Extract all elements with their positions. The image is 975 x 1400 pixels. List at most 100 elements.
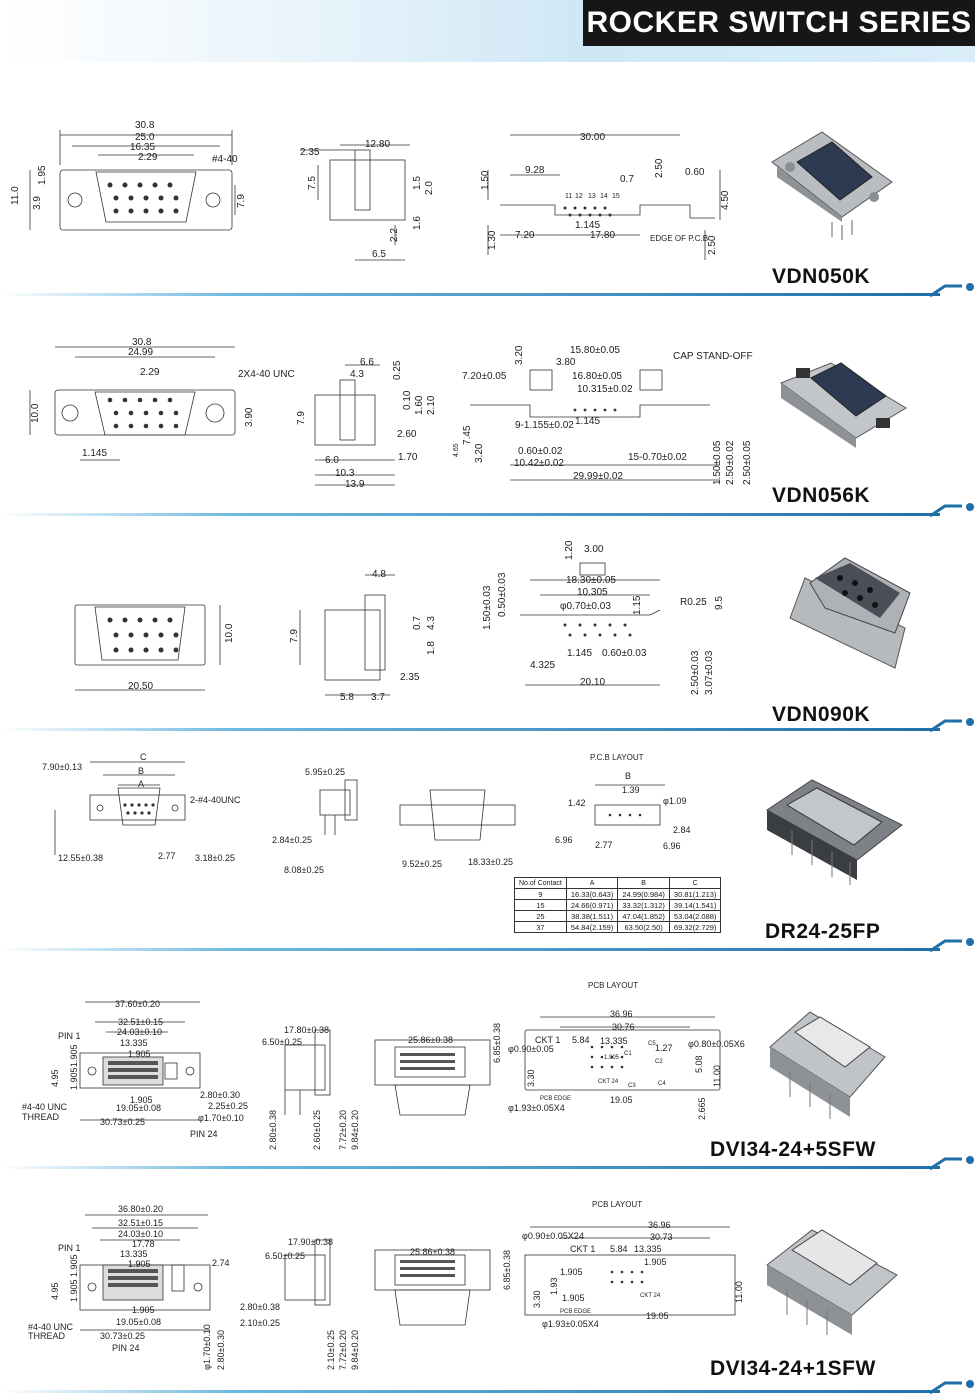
table-header: No.of Contact xyxy=(514,877,567,889)
dim-label: 30.73±0.25 xyxy=(100,1117,145,1127)
dim-label: 13.9 xyxy=(345,479,365,490)
dim-label: 15.80±0.05 xyxy=(570,345,620,356)
dim-label: 1.27 xyxy=(655,1043,673,1053)
dim-label: 4.95 xyxy=(50,1069,60,1087)
dim-label: 7.72±0.20 xyxy=(338,1110,348,1150)
dim-label: 0.25 xyxy=(392,360,403,380)
table-header: A xyxy=(565,877,619,889)
dim-label: CKT 24 xyxy=(598,1079,619,1085)
table-cell: 69.32(2.729) xyxy=(668,921,722,933)
dim-label: 2.80±0.38 xyxy=(268,1110,278,1150)
dim-label: PIN 1 xyxy=(58,1243,81,1253)
dim-label: 2.77 xyxy=(158,851,176,861)
dim-label: φ0.70±0.03 xyxy=(560,601,611,612)
dim-label: 4.8 xyxy=(372,569,386,580)
dim-label: 5.84 xyxy=(572,1035,590,1045)
dim-label: 2.80±0.30 xyxy=(200,1090,240,1100)
dim-label: 24.99 xyxy=(128,347,153,358)
dim-label: 0.60 xyxy=(685,167,705,178)
dim-label: 6.96 xyxy=(663,841,681,851)
dim-label: 18.33±0.25 xyxy=(468,857,513,867)
dim-label: 3.9 xyxy=(32,196,43,210)
contact-size-table: No.of Contact A B C 9 16.33(0.643) 24.99… xyxy=(514,877,722,933)
dim-label: 1.93 xyxy=(549,1277,559,1295)
dim-label: 2X4-40 UNC xyxy=(238,369,295,380)
dim-label: 6.96 xyxy=(555,835,573,845)
dim-label: 1.50±0.03 xyxy=(482,585,493,630)
dim-label: φ1.70±0.10 xyxy=(202,1324,212,1370)
series-title: ROCKER SWITCH SERIES xyxy=(583,0,975,46)
dim-label: 2.29 xyxy=(138,152,158,163)
dim-label: 1.50 xyxy=(480,170,491,190)
dim-label: 7.20±0.05 xyxy=(462,371,507,382)
dim-label: 2.50±0.05 xyxy=(742,440,753,485)
dim-label: 9.52±0.25 xyxy=(402,859,442,869)
dim-label: 13.335 xyxy=(120,1038,148,1048)
dim-label: 3.30 xyxy=(526,1069,536,1087)
dim-label: 2.74 xyxy=(212,1258,230,1268)
dim-label: B xyxy=(138,766,144,776)
dim-label: 1.905 xyxy=(130,1095,153,1105)
dim-label: 6.0 xyxy=(325,455,339,466)
dim-label: 2.84 xyxy=(673,825,691,835)
dim-label: 3.20 xyxy=(514,345,525,365)
dim-label: 4.3 xyxy=(426,616,437,630)
dim-label: 30.8 xyxy=(132,337,152,348)
dim-label: 6.5 xyxy=(372,249,386,260)
dim-label: 1.145 xyxy=(567,648,592,659)
dim-label: 3.00 xyxy=(584,544,604,555)
table-row: 25 38.38(1.511) 47.04(1.852) 53.04(2.088… xyxy=(514,910,722,922)
drawing-dr24-25fp: C 7.90±0.13 B A 2-#4-40UNC 12.55±0.38 2.… xyxy=(42,752,691,875)
section-divider xyxy=(0,938,974,953)
dim-label: 18.30±0.05 xyxy=(566,575,616,586)
page-header: ROCKER SWITCH SERIES xyxy=(0,0,975,62)
table-header: B xyxy=(617,877,670,889)
section-divider xyxy=(0,1156,974,1171)
dim-label: 2.2 xyxy=(389,228,400,242)
table-cell: 25 xyxy=(514,910,567,922)
dim-label: C2 xyxy=(655,1059,663,1065)
dim-label: 1.905 xyxy=(644,1257,667,1267)
dim-label: 3.30 xyxy=(532,1290,542,1308)
drawing-dvi-5sfw: 37.60±0.20 32.51±0.15 24.03±0.10 13.335 … xyxy=(22,981,745,1150)
dim-label: 30.76 xyxy=(612,1022,635,1032)
connector-photo xyxy=(789,557,911,669)
table-header: C xyxy=(668,877,722,889)
dim-label: 17.80±0.38 xyxy=(284,1025,329,1035)
pin-number: 13 xyxy=(588,193,596,200)
dim-label: 1.39 xyxy=(622,785,640,795)
dim-label: 1.6 xyxy=(412,216,423,230)
model-name: DVI34-24+5SFW xyxy=(710,1138,876,1161)
dim-label: 10.42±0.02 xyxy=(514,458,564,469)
connector-photo xyxy=(769,1011,886,1119)
dim-label: 5.8 xyxy=(340,692,354,703)
table-row: 9 16.33(0.643) 24.99(0.984) 30.81(1.213) xyxy=(514,888,722,900)
dim-label: 1.145 xyxy=(575,220,600,231)
model-name: DVI34-24+1SFW xyxy=(710,1357,876,1380)
dim-label: 16.80±0.05 xyxy=(572,371,622,382)
dim-label: 2.84±0.25 xyxy=(272,835,312,845)
dim-label: 5.95±0.25 xyxy=(305,767,345,777)
drawing-vdn050k: 30.8 25.0 16.35 2.29 #4-40 11.0 1.95 3.9… xyxy=(10,120,731,261)
model-name: VDN090K xyxy=(772,703,871,726)
dim-label: #4-40 xyxy=(212,154,238,165)
dim-label: 4.50 xyxy=(720,190,731,210)
dim-label: 2.50±0.03 xyxy=(690,650,701,695)
section-divider xyxy=(0,503,974,518)
dim-label: 7.72±0.20 xyxy=(338,1330,348,1370)
dim-label: 1.905 xyxy=(128,1049,151,1059)
drawing-vdn090k: 10.0 20.50 4.8 7.9 0.7 4.3 1.8 2.35 5.8 … xyxy=(74,540,725,703)
dim-label: A xyxy=(138,779,144,789)
dim-label: 1.905 xyxy=(69,1254,79,1277)
pin-number: 15 xyxy=(612,193,620,200)
table-row: 15 24.66(0.971) 33.32(1.312) 39.14(1.541… xyxy=(514,899,722,911)
pin-number: 11 xyxy=(565,193,572,200)
dim-label: 5.08 xyxy=(694,1055,704,1073)
table-cell: 53.04(2.088) xyxy=(668,910,722,922)
dim-label: C4 xyxy=(658,1081,666,1087)
connector-photo xyxy=(766,779,903,885)
dim-label: C3 xyxy=(628,1083,636,1089)
dim-label: 24.03±0.10 xyxy=(117,1027,162,1037)
dim-label: 13.335 xyxy=(120,1249,148,1259)
dim-label: 7.45 xyxy=(462,425,473,445)
